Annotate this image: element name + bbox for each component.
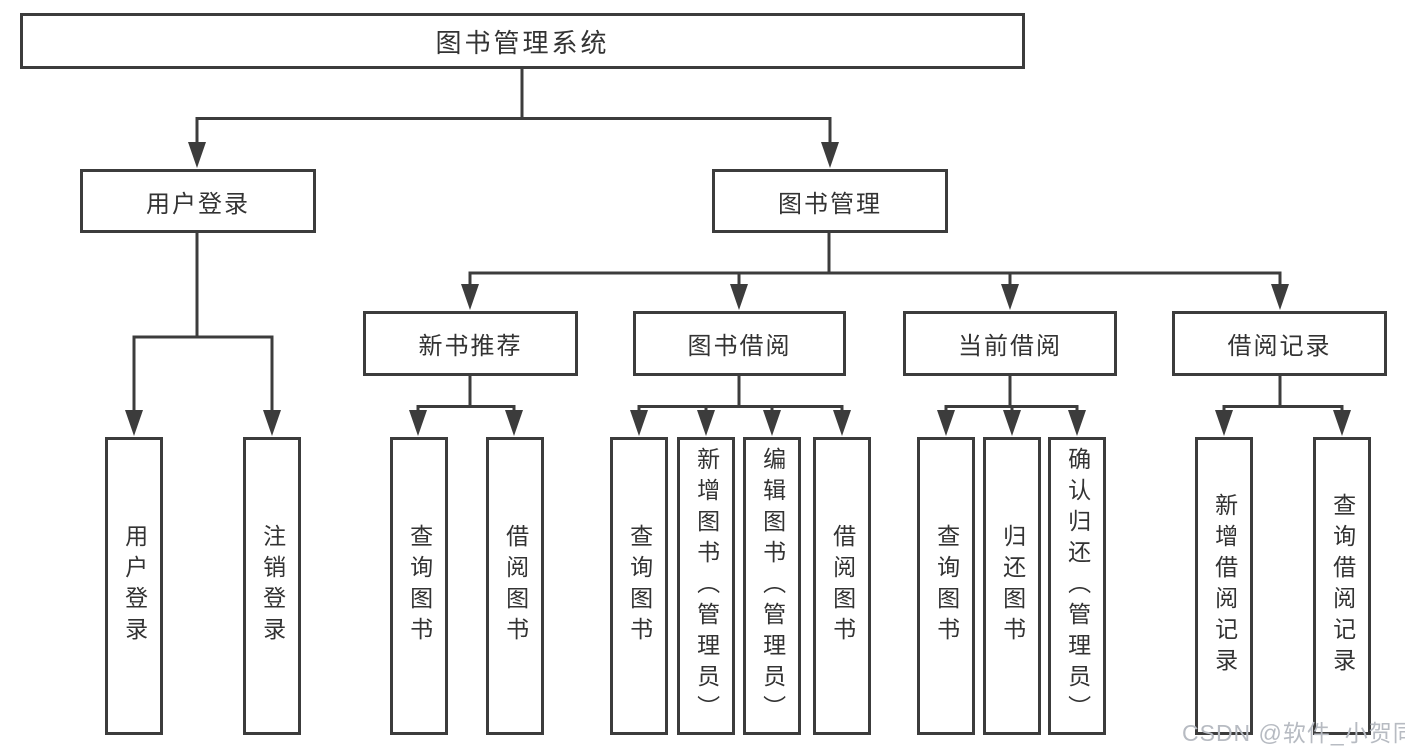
edge-root-to-level2 <box>188 68 839 168</box>
node-label: 用户登录 <box>121 524 148 648</box>
node-label: 图书管理 <box>778 190 882 218</box>
node-book-borrow: 图书借阅 <box>633 311 846 376</box>
node-label: 图书借阅 <box>687 333 792 360</box>
leaf-return-book: 归还图书 <box>983 437 1041 735</box>
leaf-logout: 注销登录 <box>243 437 301 735</box>
leaf-add-borrow-record: 新增借阅记录 <box>1195 437 1253 735</box>
node-label: 借阅图书 <box>502 524 529 648</box>
node-label: 查询借阅记录 <box>1329 493 1356 679</box>
edge-new-book-recommend-to-leaves <box>409 376 523 436</box>
node-label: 借阅图书 <box>829 524 856 648</box>
leaf-edit-book-admin: 编辑图书（管理员） <box>743 437 801 735</box>
edge-book-management-to-level3 <box>461 233 1289 310</box>
node-label: 确认归还（管理员） <box>1064 446 1091 726</box>
leaf-query-books-current: 查询图书 <box>917 437 975 735</box>
leaf-query-borrow-record: 查询借阅记录 <box>1313 437 1371 735</box>
edge-user-login-to-leaves <box>125 233 281 436</box>
node-user-login: 用户登录 <box>80 169 316 233</box>
edge-book-borrow-to-leaves <box>630 376 851 436</box>
node-label: 查询图书 <box>933 524 960 648</box>
node-label: 编辑图书（管理员） <box>759 446 786 726</box>
edge-borrow-records-to-leaves <box>1215 376 1351 436</box>
leaf-user-login: 用户登录 <box>105 437 163 735</box>
node-label: 注销登录 <box>259 524 286 648</box>
node-label: 用户登录 <box>146 190 250 218</box>
node-library-management-system: 图书管理系统 <box>20 13 1025 69</box>
leaf-add-book-admin: 新增图书（管理员） <box>677 437 735 735</box>
node-label: 新增借阅记录 <box>1211 493 1238 679</box>
leaf-query-books-recommend: 查询图书 <box>390 437 448 735</box>
node-borrow-records: 借阅记录 <box>1172 311 1387 376</box>
node-current-borrow: 当前借阅 <box>903 311 1117 376</box>
leaf-query-books-borrow: 查询图书 <box>610 437 668 735</box>
node-new-book-recommend: 新书推荐 <box>363 311 578 376</box>
edge-current-borrow-to-leaves <box>937 376 1086 436</box>
node-label: 当前借阅 <box>958 333 1062 360</box>
leaf-borrow-books: 借阅图书 <box>813 437 871 735</box>
node-label: 借阅记录 <box>1227 333 1332 360</box>
leaf-borrow-books-recommend: 借阅图书 <box>486 437 544 735</box>
node-label: 新书推荐 <box>418 333 523 360</box>
node-label: 图书管理系统 <box>435 27 610 58</box>
node-label: 查询图书 <box>626 524 653 648</box>
leaf-confirm-return-admin: 确认归还（管理员） <box>1048 437 1106 735</box>
node-book-management: 图书管理 <box>712 169 948 233</box>
node-label: 新增图书（管理员） <box>693 446 720 726</box>
node-label: 归还图书 <box>999 524 1026 648</box>
csdn-watermark: CSDN @软件_小贺同学 <box>1182 720 1405 746</box>
node-label: 查询图书 <box>406 524 433 648</box>
